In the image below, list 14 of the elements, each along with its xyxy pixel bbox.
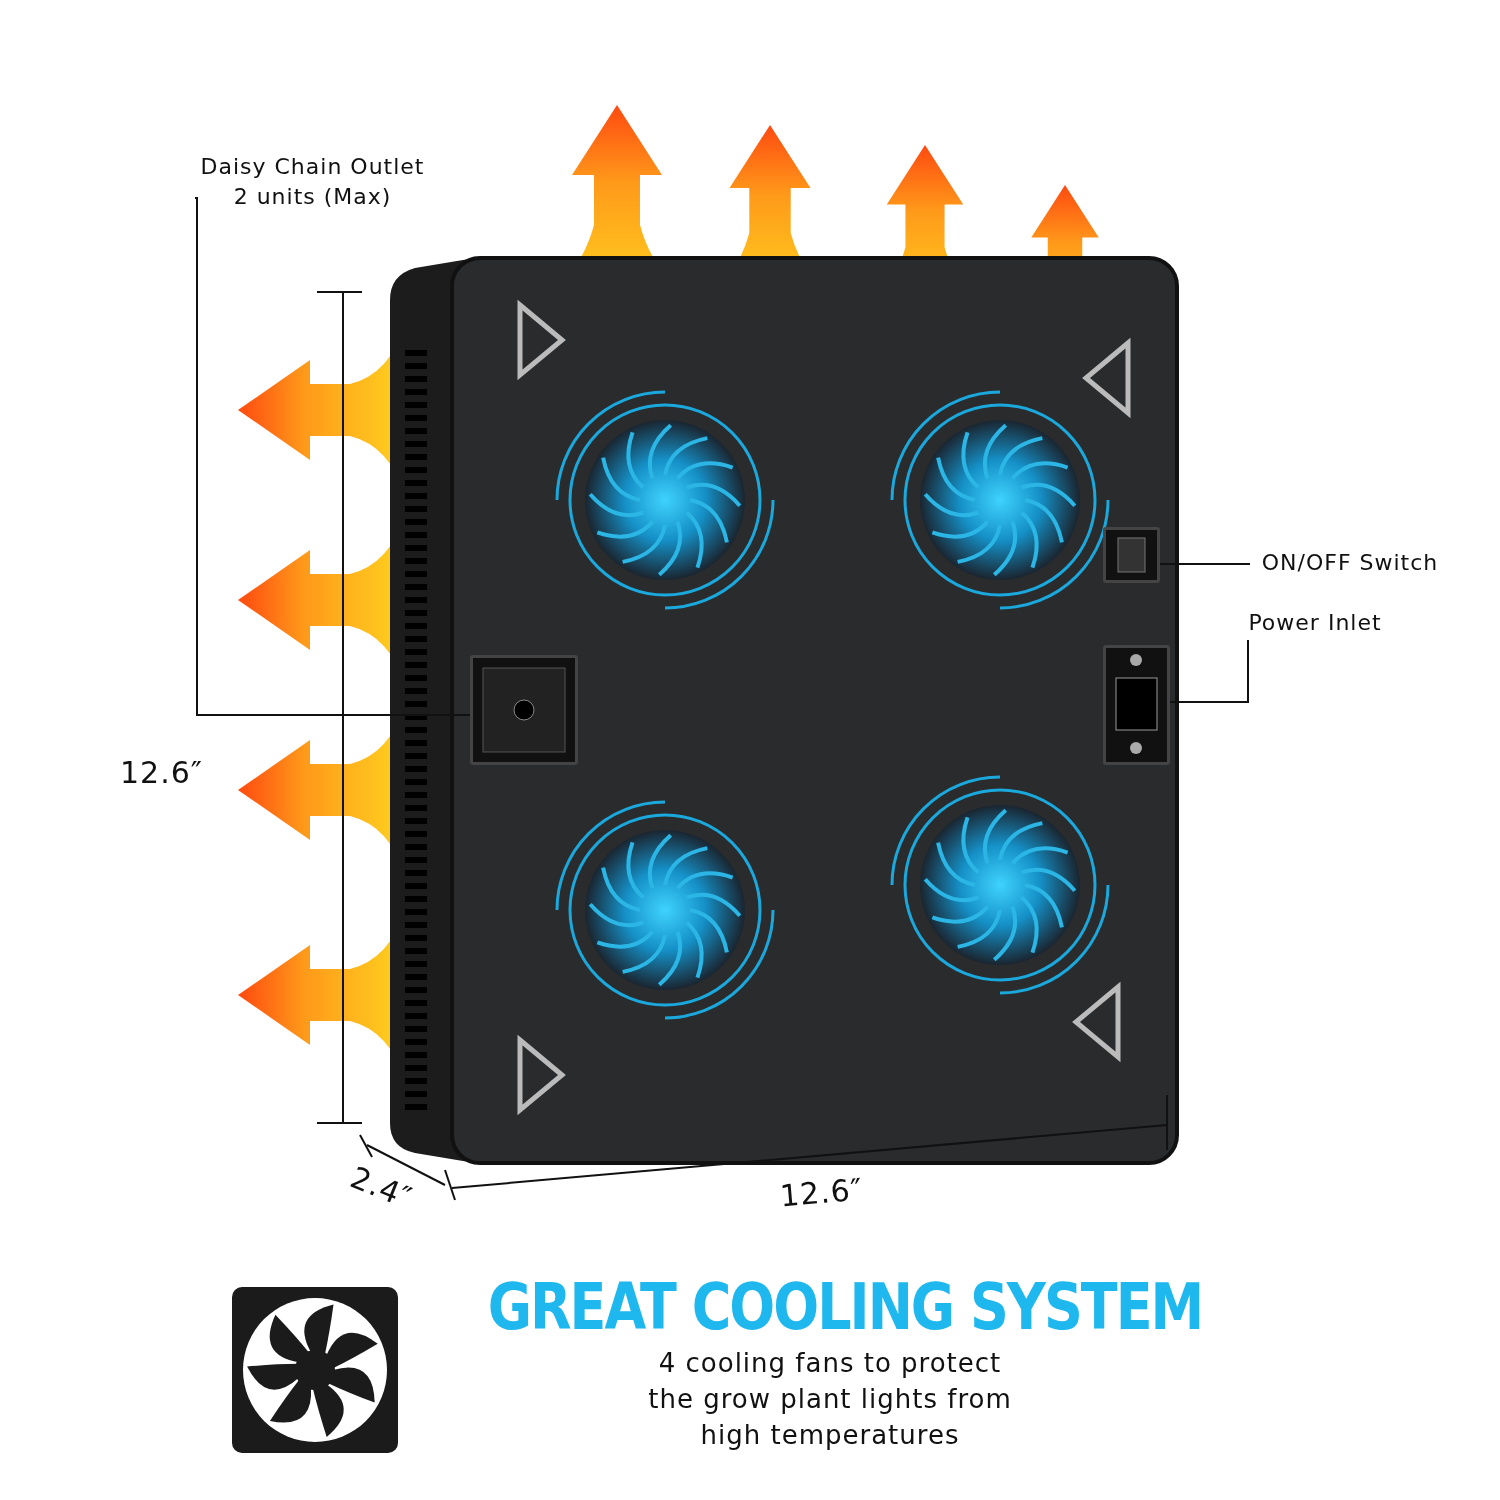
caption: 4 cooling fans to protect the grow plant lights from high temperatures: [647, 1347, 1013, 1452]
callout-label: ON/OFF Switch: [1250, 548, 1450, 578]
callout-label: Daisy Chain Outlet 2 units (Max): [195, 152, 430, 212]
power-outlet: [470, 655, 578, 765]
power-inlet: [1103, 645, 1170, 765]
title: GREAT COOLING SYSTEM: [486, 1268, 1204, 1345]
dimension-label: 2.4″: [345, 1159, 418, 1216]
leader-line: [1169, 639, 1249, 703]
leader-line: [1159, 563, 1251, 565]
callout-label: Power Inlet: [1240, 608, 1390, 638]
leader-line: [194, 197, 471, 716]
dimension-label: 12.6″: [778, 1171, 865, 1214]
rocker-switch: [1103, 527, 1160, 583]
dimension-label: 12.6″: [120, 755, 203, 790]
